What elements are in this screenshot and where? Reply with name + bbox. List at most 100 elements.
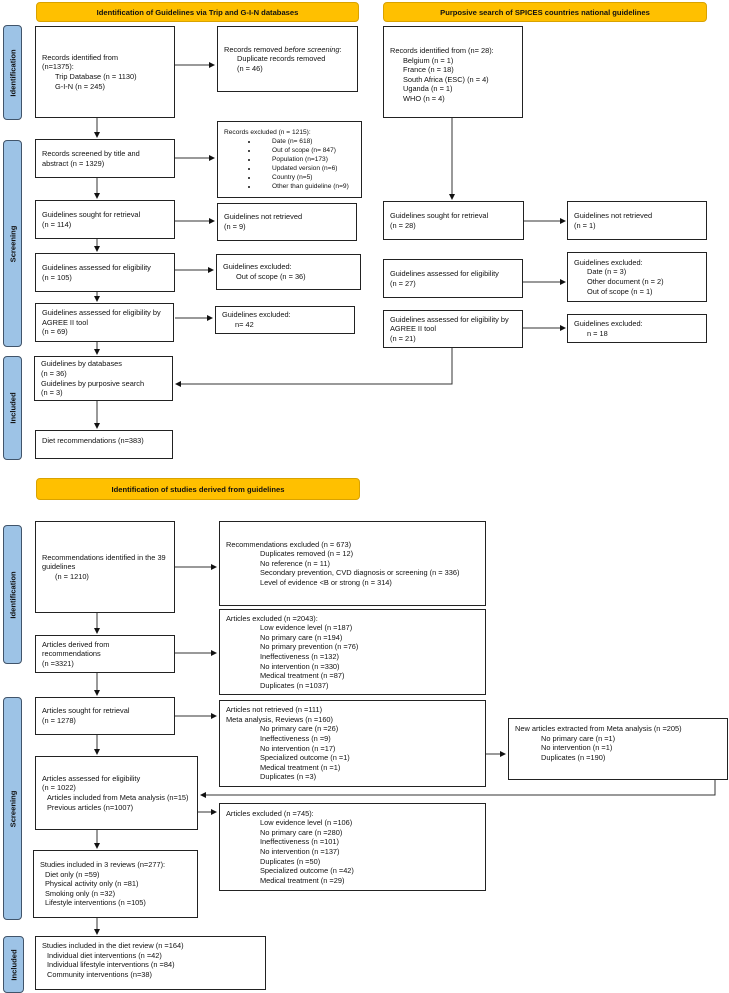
header-purposive: Purposive search of SPICES countries nat… xyxy=(383,2,707,22)
box-count: (n = 1) xyxy=(574,220,596,230)
item: Duplicates removed (n = 12) xyxy=(260,549,354,559)
box-title: Articles assessed for eligibility xyxy=(42,773,141,783)
item: Medical treatment (n =1) xyxy=(260,762,341,772)
item: Physical activity only (n =81) xyxy=(45,879,139,889)
diet-review-box: Studies included in the diet review (n =… xyxy=(35,936,266,990)
purposive-not-retrieved-box: Guidelines not retrieved(n = 1) xyxy=(567,201,707,240)
country-item: Belgium (n = 1) xyxy=(403,55,454,65)
phase-screening: Screening xyxy=(3,140,22,347)
box-title: Guidelines assessed for eligibility xyxy=(42,262,151,272)
item: Ineffectiveness (n =9) xyxy=(260,733,331,743)
records-excluded-box: Records excluded (n = 1215): Date (n= 61… xyxy=(217,121,362,198)
box-title: Guidelines sought for retrieval xyxy=(42,209,141,219)
item: Medical treatment (n =87) xyxy=(260,671,345,681)
item: Specialized outcome (n =42) xyxy=(260,866,354,876)
recommendations-identified-box: Recommendations identified in the 39 gui… xyxy=(35,521,175,613)
box-count: (n = 105) xyxy=(42,272,72,282)
purposive-sought-box: Guidelines sought for retrieval(n = 28) xyxy=(383,201,524,240)
box-count: (n = 9) xyxy=(224,222,246,231)
articles-assessed-box: Articles assessed for eligibility (n = 1… xyxy=(35,756,198,830)
item: No primary care (n =194) xyxy=(260,632,343,642)
box-title: Guidelines assessed for eligibility by A… xyxy=(42,308,161,327)
box-title: Articles not retrieved (n =111) xyxy=(226,705,323,715)
articles-excluded-745-box: Articles excluded (n =745): Low evidence… xyxy=(219,803,486,891)
item: Ineffectiveness (n =132) xyxy=(260,652,339,661)
line: Guidelines by databases xyxy=(41,359,122,369)
agree-assessed-box: Guidelines assessed for eligibility by A… xyxy=(35,303,174,342)
box-count: (n = 114) xyxy=(42,219,72,229)
box-title: Guidelines excluded: xyxy=(223,262,292,272)
box-title: Meta analysis, Reviews (n =160) xyxy=(226,714,334,724)
item: No intervention (n =1) xyxy=(541,743,613,753)
box-title: Guidelines not retrieved xyxy=(574,210,653,220)
box-title: Articles excluded (n =745): xyxy=(226,808,314,818)
item: Duplicate records removed xyxy=(237,54,326,64)
item: Duplicates (n =3) xyxy=(260,772,317,782)
guidelines-included-box: Guidelines by databases(n = 36) Guidelin… xyxy=(34,356,173,401)
list-item: Other than guideline (n=9) xyxy=(258,182,355,191)
box-title: New articles extracted from Meta analysi… xyxy=(515,724,682,733)
header-text: Identification of Guidelines via Trip an… xyxy=(96,7,299,17)
new-articles-meta-box: New articles extracted from Meta analysi… xyxy=(508,718,728,780)
country-item: Uganda (n = 1) xyxy=(403,84,453,94)
country-item: South Africa (ESC) (n = 4) xyxy=(403,74,489,84)
country-item: WHO (n = 4) xyxy=(403,93,445,103)
item: No intervention (n =137) xyxy=(260,847,340,856)
item: Individual lifestyle interventions (n =8… xyxy=(47,960,175,970)
item: No intervention (n =17) xyxy=(260,743,336,753)
box-title: Guidelines excluded: xyxy=(574,257,643,267)
list-item: Updated version (n=6) xyxy=(258,164,355,173)
item: No reference (n = 11) xyxy=(260,558,330,568)
phase-screening-studies: Screening xyxy=(3,697,22,920)
box-title: Studies included in the diet review (n =… xyxy=(42,941,184,950)
recommendations-excluded-box: Recommendations excluded (n = 673) Dupli… xyxy=(219,521,486,606)
item: Secondary prevention, CVD diagnosis or s… xyxy=(260,568,460,578)
box-count: (n = 1210) xyxy=(55,571,89,581)
records-identified-box: Records identified from (n=1375): Trip D… xyxy=(35,26,175,118)
guidelines-excluded-box: Guidelines excluded:Out of scope (n = 36… xyxy=(216,254,361,290)
item: Medical treatment (n =29) xyxy=(260,875,345,885)
item: No primary care (n =1) xyxy=(541,733,616,743)
purposive-excluded-box: Guidelines excluded: Date (n = 3) Other … xyxy=(567,252,707,302)
item: Out of scope (n = 36) xyxy=(236,272,306,281)
list-item: Country (n=5) xyxy=(258,173,355,182)
header-databases: Identification of Guidelines via Trip an… xyxy=(36,2,359,22)
box-title: Articles sought for retrieval xyxy=(42,706,130,716)
line: (n = 36) xyxy=(41,368,67,378)
box-title: Records screened by title and abstract (… xyxy=(42,148,140,168)
list-item: Population (n=173) xyxy=(258,155,355,164)
box-title: Guidelines assessed for eligibility xyxy=(390,268,499,278)
box-title: Guidelines sought for retrieval xyxy=(390,210,489,220)
purposive-assessed-box: Guidelines assessed for eligibility(n = … xyxy=(383,259,523,298)
box-count: (n = 28) xyxy=(390,220,416,230)
item: Smoking only (n =32) xyxy=(45,888,116,898)
phase-identification: Identification xyxy=(3,25,22,120)
articles-excluded-box: Articles excluded (n =2043): Low evidenc… xyxy=(219,609,486,695)
item: n= 42 xyxy=(235,320,254,329)
box-title: Guidelines excluded: xyxy=(574,318,643,328)
purposive-agree-box: Guidelines assessed for eligibility by A… xyxy=(383,310,523,348)
box-title: Studies included in 3 reviews (n=277): xyxy=(40,860,166,870)
box-title: Records excluded (n = 1215): xyxy=(224,129,311,136)
box-count: (n = 27) xyxy=(390,278,416,288)
three-reviews-box: Studies included in 3 reviews (n=277): D… xyxy=(33,850,198,918)
arrow xyxy=(200,780,716,798)
articles-derived-box: Articles derived from recommendations(n … xyxy=(35,635,175,673)
guidelines-sought-box: Guidelines sought for retrieval(n = 114) xyxy=(35,200,175,239)
guidelines-assessed-box: Guidelines assessed for eligibility(n = … xyxy=(35,253,175,292)
item: Out of scope (n = 1) xyxy=(587,286,653,296)
line: (n = 3) xyxy=(41,388,63,398)
articles-not-retrieved-box: Articles not retrieved (n =111) Meta ana… xyxy=(219,700,486,787)
box-count: (n = 21) xyxy=(390,333,416,343)
line: Guidelines by purposive search xyxy=(41,378,145,388)
header-text: Purposive search of SPICES countries nat… xyxy=(440,7,650,17)
item: Articles included from Meta analysis (n=… xyxy=(47,793,189,802)
box-title: Recommendations identified in the 39 gui… xyxy=(42,552,166,572)
box-title: Records removed before screening: xyxy=(224,44,342,54)
box-count: (n = 69) xyxy=(42,327,68,337)
item: Individual diet interventions (n =42) xyxy=(47,950,162,960)
box-title: Diet recommendations (n=383) xyxy=(42,436,144,445)
box-title: Guidelines not retrieved xyxy=(224,212,303,222)
box-title: Guidelines excluded: xyxy=(222,310,291,320)
